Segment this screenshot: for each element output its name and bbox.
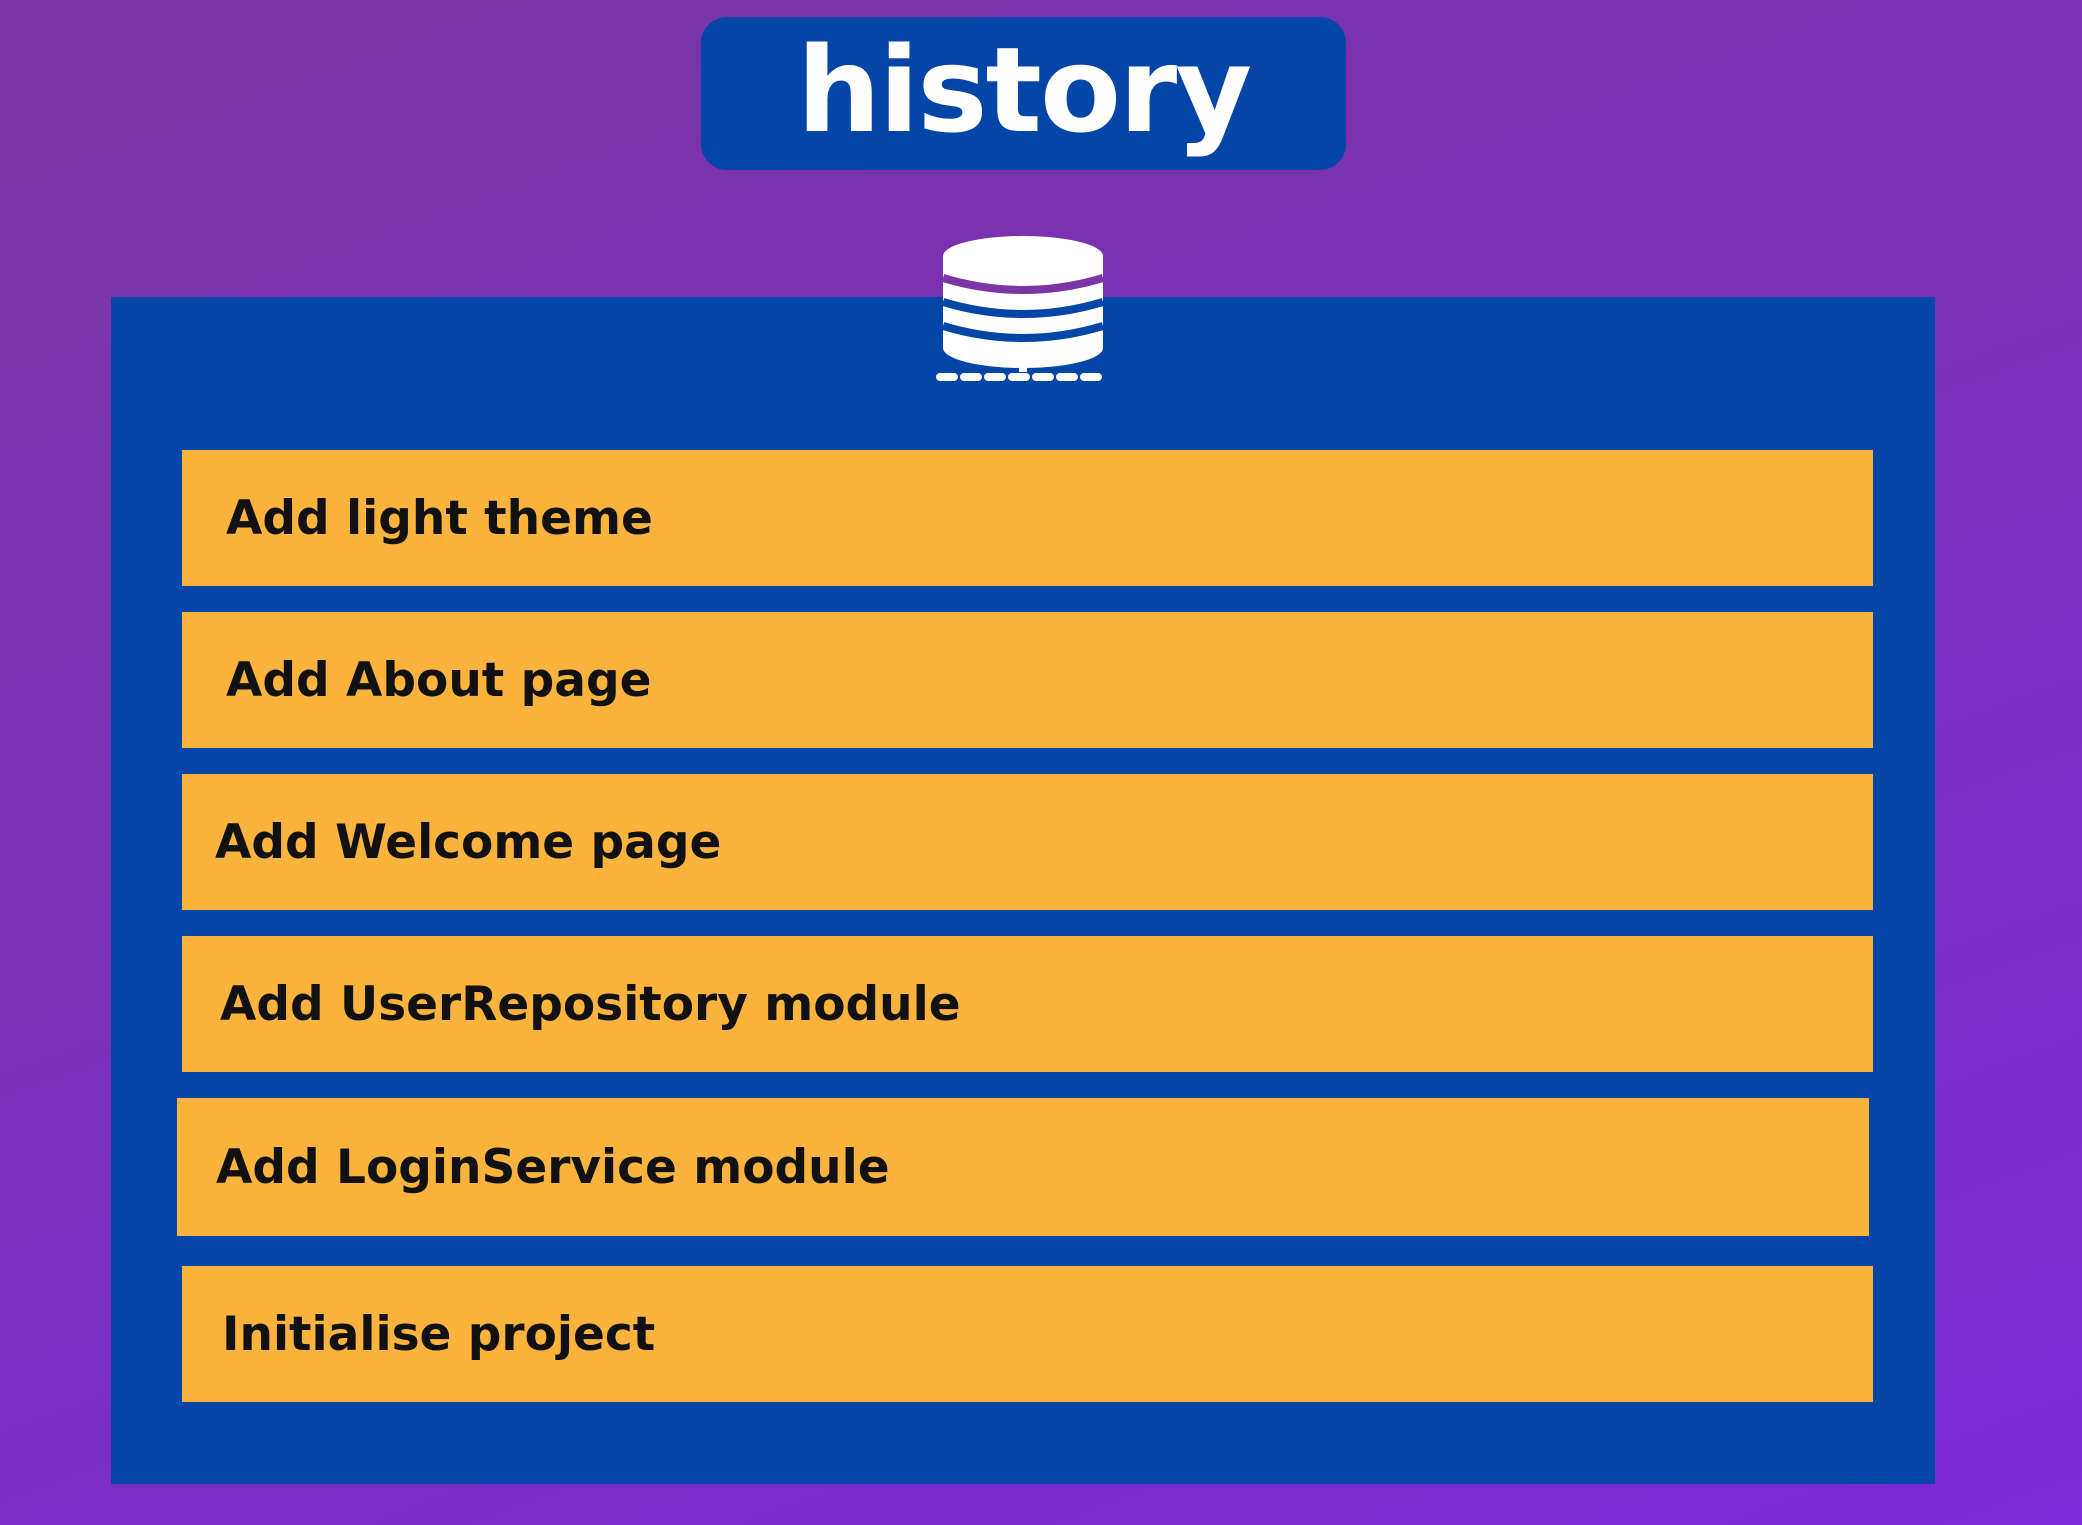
commit-item: Add About page: [182, 612, 1873, 748]
commit-message: Add LoginService module: [216, 1139, 890, 1195]
commit-message: Add Welcome page: [215, 814, 722, 870]
commit-item: Add UserRepository module: [182, 936, 1873, 1072]
title-banner: history: [701, 17, 1346, 170]
commit-message: Initialise project: [222, 1306, 656, 1362]
commit-message: Add About page: [226, 652, 652, 708]
commit-message: Add light theme: [226, 490, 653, 546]
commit-message: Add UserRepository module: [220, 976, 961, 1032]
commit-item: Add LoginService module: [177, 1098, 1869, 1236]
database-icon: [936, 236, 1110, 381]
commit-item: Initialise project: [182, 1266, 1873, 1402]
page-title: history: [796, 20, 1252, 159]
commit-item: Add Welcome page: [182, 774, 1873, 910]
commit-item: Add light theme: [182, 450, 1873, 586]
